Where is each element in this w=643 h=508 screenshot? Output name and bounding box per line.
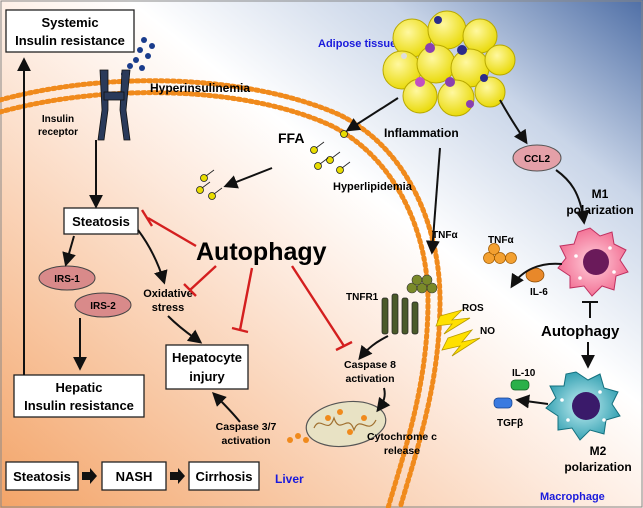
inhibition-lines	[140, 209, 353, 352]
svg-text:polarization: polarization	[566, 203, 633, 217]
inflammation-label: Inflammation	[384, 126, 459, 140]
m1-macrophage-icon	[557, 227, 629, 297]
svg-text:IL-10: IL-10	[512, 368, 536, 379]
arrow-steatosis-to-irs1	[62, 235, 76, 267]
arrow-ffa-to-liver	[223, 167, 273, 189]
hyperlipidemia-label: Hyperlipidemia	[333, 181, 413, 193]
svg-text:IL-6: IL-6	[530, 287, 548, 298]
svg-text:Systemic: Systemic	[41, 15, 98, 30]
m1-autophagy-inhibition	[582, 301, 598, 318]
tnfr1-label: TNFR1	[346, 292, 379, 303]
svg-text:Insulin resistance: Insulin resistance	[15, 33, 125, 48]
tnfr1-receptor-icon	[381, 293, 419, 335]
cytochrome-label: Cytochrome c	[367, 431, 437, 443]
svg-text:Hepatic: Hepatic	[56, 380, 103, 395]
tnfa-cell-label: TNFα	[432, 230, 458, 241]
svg-text:stress: stress	[152, 302, 184, 314]
svg-text:NASH: NASH	[116, 469, 153, 484]
svg-text:IRS-1: IRS-1	[54, 274, 80, 285]
hyperinsulinemia-label: Hyperinsulinemia	[150, 81, 250, 95]
ffa-label: FFA	[278, 130, 304, 146]
svg-text:Steatosis: Steatosis	[72, 214, 130, 229]
arrow-steatosis-to-oxidative	[137, 229, 168, 285]
hepatic-insulin-resistance-box: Hepatic Insulin resistance	[13, 374, 145, 418]
m2-label: M2	[590, 444, 607, 458]
m1-label: M1	[592, 187, 609, 201]
svg-text:Insulin resistance: Insulin resistance	[24, 398, 134, 413]
arrow-oxidative-to-injury	[167, 315, 203, 344]
adipose-tissue-label: Adipose tissue	[318, 38, 396, 50]
oxidative-stress-label: Oxidative	[143, 288, 193, 300]
autophagy-label: Autophagy	[196, 238, 327, 266]
systemic-insulin-resistance-box: Systemic Insulin resistance	[5, 9, 135, 53]
mitochondrion-icon	[305, 400, 387, 448]
arrow-adipose-to-ffa	[345, 97, 399, 132]
arrow-ccl2-to-m1	[555, 169, 590, 225]
svg-text:activation: activation	[221, 435, 270, 447]
irs1-node: IRS-1	[38, 265, 96, 291]
arrow-m1-to-tnfa	[510, 262, 563, 289]
svg-text:Hepatocyte: Hepatocyte	[172, 350, 242, 365]
ffa-molecules	[196, 125, 355, 200]
cell-membrane	[0, 78, 443, 508]
activation-arrows	[17, 57, 595, 423]
tnfa-macro-molecules	[483, 243, 517, 264]
ros-label: ROS	[462, 303, 484, 314]
caspase-molecules	[287, 433, 309, 443]
svg-text:Steatosis: Steatosis	[13, 469, 71, 484]
svg-text:CCL2: CCL2	[524, 154, 551, 165]
svg-text:injury: injury	[189, 369, 225, 384]
macrophage-label: Macrophage	[540, 491, 605, 503]
arrow-tnfr1-to-caspase8	[358, 335, 389, 361]
caspase37-label: Caspase 3/7	[216, 421, 277, 433]
insulin-receptor-label: Insulin	[42, 114, 74, 125]
svg-text:release: release	[384, 445, 420, 457]
no-label: NO	[480, 326, 495, 337]
caspase8-label: Caspase 8	[344, 359, 396, 371]
arrow-m2-to-cytokines	[515, 394, 549, 409]
tnfa-molecules	[406, 274, 438, 294]
inhibit-caspase8	[290, 265, 346, 347]
adipose-immune-cells	[401, 16, 488, 108]
inhibit-injury	[238, 267, 254, 331]
svg-text:receptor: receptor	[38, 127, 78, 138]
svg-text:IRS-2: IRS-2	[90, 301, 116, 312]
svg-text:Cirrhosis: Cirrhosis	[195, 469, 252, 484]
autophagy-macro-label: Autophagy	[541, 323, 620, 340]
svg-text:TGFβ: TGFβ	[497, 418, 523, 429]
steatosis-box: Steatosis	[63, 207, 139, 235]
svg-text:activation: activation	[345, 373, 394, 385]
insulin-receptor-icon	[97, 69, 131, 141]
lightning-icons	[435, 309, 481, 357]
tnfa-macro-label: TNFα	[488, 235, 514, 246]
inhibit-oxidative	[189, 265, 217, 291]
inhibit-steatosis	[147, 216, 197, 248]
arrow-adipose-to-ccl2	[499, 99, 528, 145]
arrow-caspase8-to-mito	[376, 387, 391, 413]
m2-macrophage-icon	[545, 371, 621, 441]
arrow-inflammation-to-tnfa	[425, 147, 441, 255]
arrow-caspase37-to-injury	[212, 392, 241, 423]
ccl2-node: CCL2	[512, 144, 562, 172]
hepatocyte-injury-box: Hepatocyte injury	[165, 344, 249, 390]
tgfb-molecule: TGFβ	[493, 397, 523, 429]
svg-text:polarization: polarization	[564, 460, 631, 474]
liver-label: Liver	[275, 472, 304, 486]
il10-molecule: IL-10	[510, 368, 536, 391]
irs2-node: IRS-2	[74, 292, 132, 318]
disease-progression: Steatosis NASH Cirrhosis	[5, 461, 260, 491]
